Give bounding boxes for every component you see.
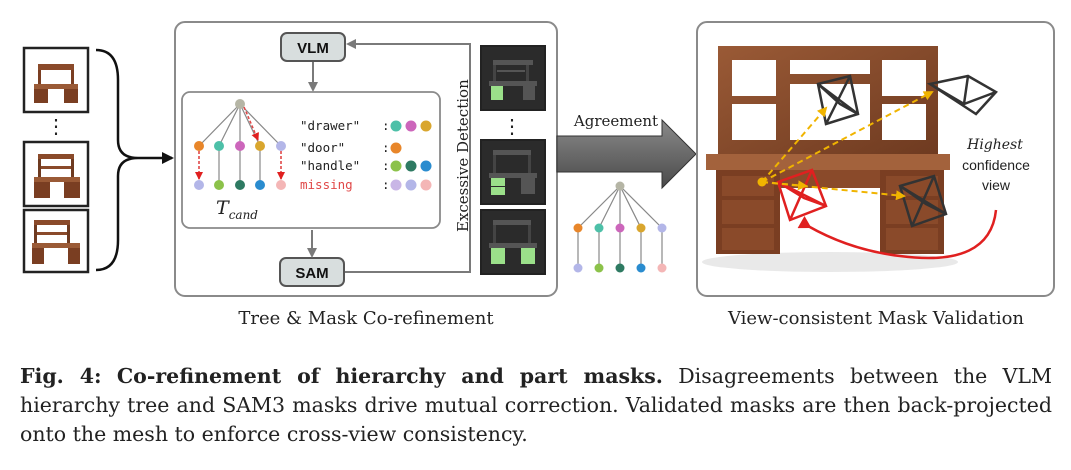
agreement-label: Agreement <box>573 112 658 130</box>
part-color-dot <box>405 179 417 191</box>
tree-leaf-node <box>214 180 224 190</box>
input-view-thumbnail <box>22 140 90 208</box>
part-color-dot <box>405 160 417 172</box>
sam-label: SAM <box>295 265 328 282</box>
part-row-key: "drawer" <box>300 118 360 133</box>
part-row-separator: : <box>382 177 390 192</box>
tree-node <box>214 141 224 151</box>
camera-view-selected <box>776 168 828 222</box>
co-refinement-title: Tree & Mask Co-refinement <box>238 308 494 329</box>
highest-label: Highest <box>966 137 1023 153</box>
tree-leaf-node <box>276 180 286 190</box>
excessive-detection-views: ⋮ <box>480 45 546 275</box>
validation-title: View-consistent Mask Validation <box>727 308 1024 329</box>
part-color-dot <box>390 179 402 191</box>
missing-edge <box>243 106 259 141</box>
tree-leaf-node <box>194 180 204 190</box>
tree-edge <box>198 103 241 147</box>
part-color-dot <box>420 179 432 191</box>
part-row-key: "handle" <box>300 158 360 173</box>
selection-arrow <box>797 209 998 260</box>
tree-leaf-node <box>573 263 583 273</box>
input-views: ⋮ <box>22 46 90 274</box>
ellipsis: ⋮ <box>46 114 66 138</box>
caption-title: Co-refinement of hierarchy and part mask… <box>116 364 663 388</box>
part-row-key: missing <box>300 177 353 192</box>
mask-view-thumbnail <box>480 45 546 111</box>
camera-view <box>898 174 948 228</box>
part-row-separator: : <box>382 140 390 155</box>
confidence-label: confidence <box>962 157 1030 173</box>
mask-view-thumbnail <box>480 209 546 275</box>
tree-node <box>255 141 265 151</box>
view-origin <box>757 177 767 187</box>
tree-node <box>657 223 667 233</box>
brace <box>95 48 139 272</box>
camera-view <box>926 74 998 116</box>
tree-edge <box>239 103 282 147</box>
input-view-thumbnail <box>22 46 90 114</box>
tree-edge <box>619 185 642 229</box>
ellipsis: ⋮ <box>502 114 522 138</box>
tree-leaf-node <box>594 263 604 273</box>
vlm-label: VLM <box>297 40 329 57</box>
candidate-tree-box <box>181 91 441 229</box>
tree-edge <box>598 185 621 229</box>
caption-text: Disagreements between the VLM hierarchy … <box>20 364 1052 446</box>
consensus-tree <box>573 181 667 273</box>
part-color-dot <box>390 160 402 172</box>
tree-node <box>615 223 625 233</box>
sam-box <box>279 257 345 287</box>
tree-node <box>276 141 286 151</box>
tree-label: Tcand <box>216 197 258 222</box>
part-row-separator: : <box>382 118 390 133</box>
camera-view <box>816 74 860 126</box>
tree-node <box>636 223 646 233</box>
tree-node <box>594 223 604 233</box>
view-rays <box>761 91 934 201</box>
agreement-arrow <box>556 118 697 190</box>
figure-diagram: ⋮ <box>22 21 1055 329</box>
view-label: view <box>982 177 1011 193</box>
part-color-dot <box>390 120 402 132</box>
part-row-key: "door" <box>300 140 345 155</box>
part-color-dot <box>405 120 417 132</box>
figure-number: Fig. 4: <box>20 364 102 388</box>
part-color-dot <box>420 120 432 132</box>
tree-node <box>573 223 583 233</box>
part-color-dot <box>420 160 432 172</box>
mask-view-thumbnail <box>480 139 546 205</box>
tree-node <box>235 141 245 151</box>
tree-leaf-node <box>615 263 625 273</box>
tree-leaf-node <box>636 263 646 273</box>
tree-edge <box>218 103 241 147</box>
part-row-separator: : <box>382 158 390 173</box>
figure-caption: Fig. 4: Co-refinement of hierarchy and p… <box>20 362 1052 449</box>
tree-edge <box>577 185 621 229</box>
tree-root-node <box>235 99 245 109</box>
tree-leaf-node <box>255 180 265 190</box>
candidate-tree <box>194 99 286 190</box>
input-view-thumbnail <box>22 208 90 274</box>
tree-leaf-node <box>235 180 245 190</box>
feedback-loop-arrow <box>345 39 471 273</box>
part-rows: "drawer": "door": "handle": missing: <box>300 118 432 192</box>
tree-root-node <box>615 181 625 191</box>
part-color-dot <box>390 142 402 154</box>
tree-leaf-node <box>657 263 667 273</box>
tree-node <box>194 141 204 151</box>
excessive-detection-label: Excessive Detection <box>454 79 472 232</box>
vlm-box <box>280 32 346 62</box>
tree-edge <box>619 185 663 229</box>
